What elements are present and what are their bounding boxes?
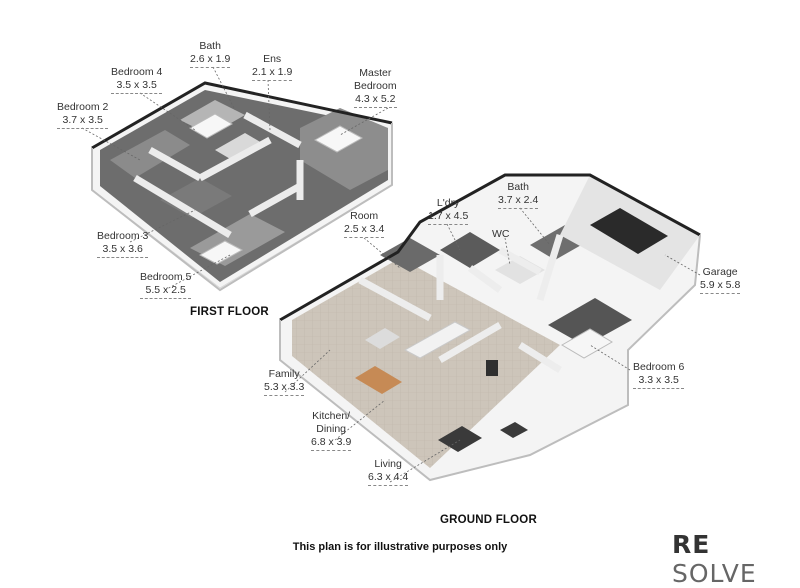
sofa: [438, 426, 482, 452]
room-label-room: Room 2.5 x 3.4: [344, 210, 385, 238]
wood-heater: [486, 360, 498, 376]
master-bedroom-floor: [300, 108, 388, 190]
room-label-bath-upper: Bath 2.6 x 1.9: [190, 40, 231, 68]
room-dimensions: 3.7 x 2.4: [498, 194, 539, 209]
room-label-bedroom-2: Bedroom 2 3.7 x 3.5: [57, 101, 109, 129]
room-label-bedroom-6: Bedroom 6 3.3 x 3.5: [633, 361, 685, 389]
room-label-ens: Ens 2.1 x 1.9: [252, 53, 293, 81]
brand-logo-part1: RE: [672, 530, 711, 559]
room-name: Room: [350, 210, 379, 222]
ensuite-bath-floor: [215, 133, 262, 160]
room-dimensions: 3.5 x 3.6: [97, 243, 149, 258]
room-label-garage: Garage 5.9 x 5.8: [700, 266, 741, 294]
room-label-bedroom-4: Bedroom 4 3.5 x 3.5: [111, 66, 163, 94]
room-name: Bedroom 3: [97, 230, 149, 242]
room-label-bath-ground: Bath 3.7 x 2.4: [498, 181, 539, 209]
room-dimensions: 1.7 x 4.5: [428, 210, 469, 225]
room-dimensions: 3.3 x 3.5: [633, 374, 685, 389]
room-dimensions: 2.5 x 3.4: [344, 223, 385, 238]
room-label-bedroom-5: Bedroom 5 5.5 x 2.5: [140, 271, 192, 299]
room-name: Bath: [199, 40, 221, 52]
room-name: Bedroom 5: [140, 271, 192, 283]
room-dimensions: 6.3 x 4.4: [368, 471, 409, 486]
room-dimensions: 2.6 x 1.9: [190, 53, 231, 68]
room-name: Living: [374, 458, 402, 470]
first-floor-plan: [91, 81, 393, 292]
room-name: Kitchen/ Dining: [312, 410, 351, 435]
room-name: Bedroom 2: [57, 101, 109, 113]
room-dimensions: 2.1 x 1.9: [252, 66, 293, 81]
room-name: Garage: [702, 266, 738, 278]
ground-floor-plan: [279, 173, 701, 482]
floor-plan-illustration: [81, 66, 701, 483]
room-dimensions: 6.8 x 3.9: [311, 436, 352, 451]
ground-floor-heading: GROUND FLOOR: [440, 514, 537, 526]
brand-logo: RE SOLVE: [672, 530, 800, 588]
room-name: Family: [268, 368, 300, 380]
room-name: Bedroom 4: [111, 66, 163, 78]
room-label-kitchen-dining: Kitchen/ Dining 6.8 x 3.9: [311, 410, 352, 451]
room-dimensions: 5.9 x 5.8: [700, 279, 741, 294]
room-label-laundry: L'dry 1.7 x 4.5: [428, 197, 469, 225]
brand-logo-part2: SOLVE: [672, 559, 757, 588]
room-dimensions: 3.7 x 3.5: [57, 114, 109, 129]
label-leaders: [81, 66, 701, 483]
dining-table: [355, 366, 402, 394]
first-floor-heading: FIRST FLOOR: [190, 306, 269, 318]
room-dimensions: 5.3 x 3.3: [264, 381, 305, 396]
room-label-family: Family 5.3 x 3.3: [264, 368, 305, 396]
bedroom-3-floor: [160, 178, 232, 218]
room-name: WC: [492, 228, 510, 240]
room-label-wc: WC: [492, 228, 510, 241]
room-label-living: Living 6.3 x 4.4: [368, 458, 409, 486]
room-name: Ens: [263, 53, 282, 65]
room-dimensions: 4.3 x 5.2: [354, 93, 397, 108]
room-name: L'dry: [436, 197, 460, 209]
disclaimer-text: This plan is for illustrative purposes o…: [292, 541, 508, 553]
room-dimensions: 5.5 x 2.5: [140, 284, 192, 299]
bedroom-6-floor: [548, 298, 632, 346]
room-name: Bath: [507, 181, 529, 193]
room-label-bedroom-3: Bedroom 3 3.5 x 3.6: [97, 230, 149, 258]
room-name: Master Bedroom: [354, 67, 397, 92]
room-dimensions: 3.5 x 3.5: [111, 79, 163, 94]
car-icon: [590, 208, 668, 254]
room-label-master-bedroom: Master Bedroom 4.3 x 5.2: [354, 67, 397, 108]
room-name: Bedroom 6: [633, 361, 685, 373]
